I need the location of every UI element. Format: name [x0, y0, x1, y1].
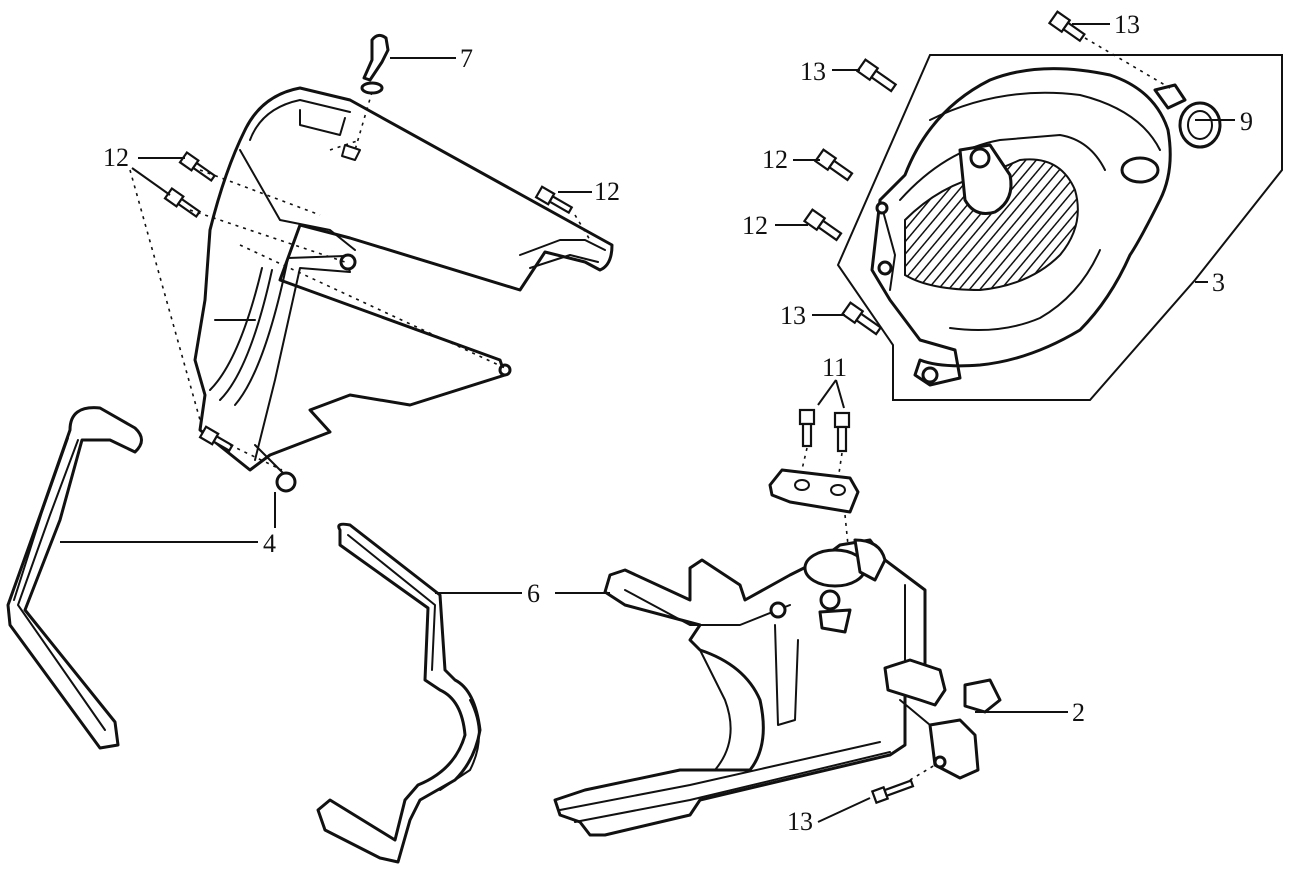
callout-13-top: 13 [1114, 10, 1140, 39]
callout-12-right-a: 12 [762, 145, 788, 174]
part-3-frame [836, 54, 1283, 401]
callout-labels: 7 12 12 13 13 9 12 12 3 13 11 4 6 2 13 [103, 10, 1253, 836]
bolt-13-top [1047, 10, 1086, 43]
upper-shroud-part [193, 86, 614, 493]
callout-3: 3 [1212, 268, 1225, 297]
callout-9: 9 [1240, 107, 1253, 136]
callout-13-lower: 13 [780, 301, 806, 330]
clamp-part-9 [1084, 37, 1222, 149]
bolt-13-upper-left [855, 58, 898, 93]
lower-shroud-part [553, 538, 1002, 837]
callout-2: 2 [1072, 698, 1085, 727]
assembly-lines-upper [129, 139, 591, 471]
bolt-13-bottom [870, 764, 936, 805]
seal-strip-4 [6, 406, 143, 750]
callout-13-upper-left: 13 [800, 57, 826, 86]
callout-12-mid: 12 [594, 177, 620, 206]
fan-cover-part [870, 67, 1172, 387]
seal-part-6 [316, 522, 482, 864]
screw-12-a [178, 150, 217, 183]
leader-lines [60, 23, 1235, 823]
bolt-12-right-a [813, 148, 854, 182]
bolt-13-lower [840, 301, 883, 336]
bolts-part-11 [798, 408, 851, 481]
clip-part-7 [341, 33, 390, 161]
callout-4: 4 [263, 529, 276, 558]
screw-12-c [534, 185, 574, 215]
callout-12-left: 12 [103, 143, 129, 172]
screw-12-b [163, 186, 202, 219]
callout-11: 11 [822, 353, 847, 382]
bracket-part [768, 468, 860, 546]
bolt-12-right-b [802, 208, 843, 242]
screw-12-d [198, 425, 234, 453]
callout-6: 6 [527, 579, 540, 608]
callout-7: 7 [460, 44, 473, 73]
callout-13-bottom: 13 [787, 807, 813, 836]
callout-12-right-b: 12 [742, 211, 768, 240]
